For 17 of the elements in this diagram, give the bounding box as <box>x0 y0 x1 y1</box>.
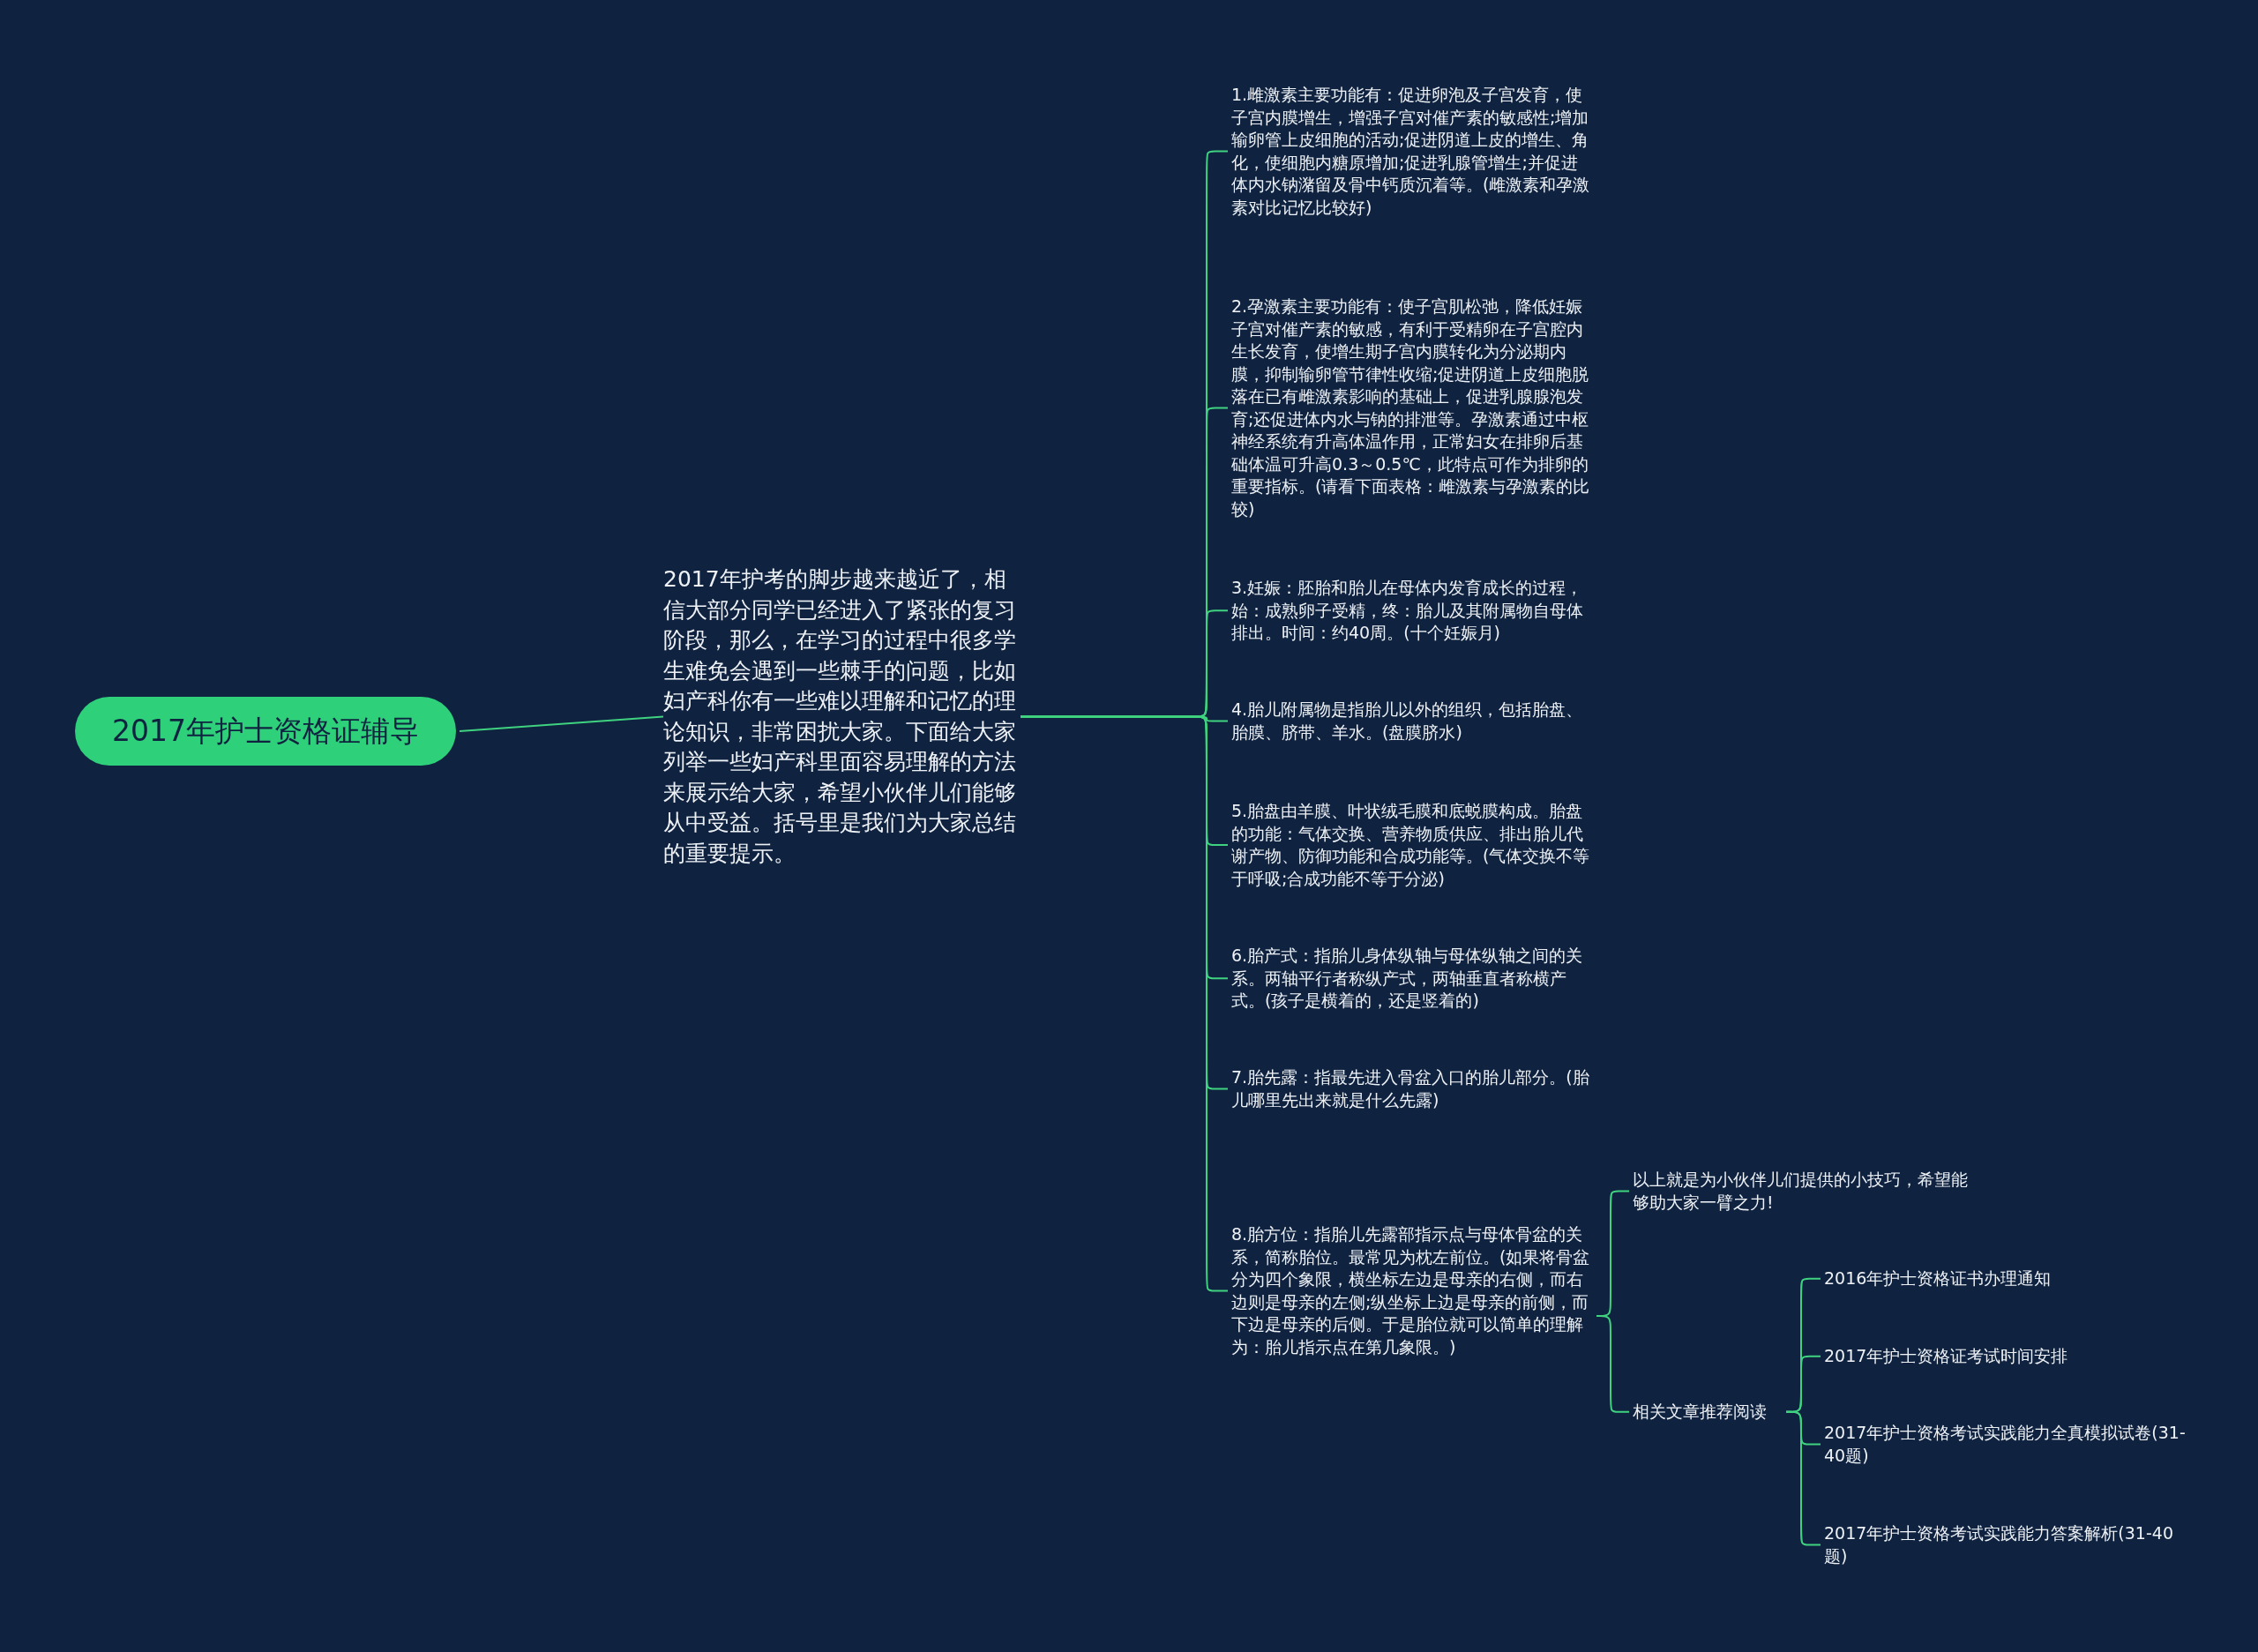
root-topic: 2017年护士资格证辅导 <box>75 697 456 766</box>
intro-text: 2017年护考的脚步越来越近了，相信大部分同学已经进入了紧张的复习阶段，那么，在学习的过程中很多学生难免会遇到一些棘手的问题，比如妇产科你有一些难以理解和记忆的理论知识，非常困扰大家。下面给大家列举一些妇产科里面容易理解的方法来展示给大家，希望小伙伴儿们能够从中受益。括号里是我们为大家总结的重要提示。 <box>663 565 1017 868</box>
topic-text: 4.胎儿附属物是指胎儿以外的组织，包括胎盘、胎膜、脐带、羊水。(盘膜脐水) <box>1231 699 1584 744</box>
topic-text: 2017年护士资格证考试时间安排 <box>1824 1345 2069 1367</box>
topic-text: 相关文章推荐阅读 <box>1633 1401 1768 1423</box>
topic-text: 7.胎先露：指最先进入骨盆入口的胎儿部分。(胎儿哪里先出来就是什么先露) <box>1231 1066 1590 1111</box>
topic-text: 8.胎方位：指胎儿先露部指示点与母体骨盆的关系，简称胎位。最常见为枕左前位。(如果将骨盆分为四个象限，横坐标左边是母亲的右侧，而右边则是母亲的左侧;纵坐标上边是母亲的前侧，而下边是母亲的后侧。于是胎位就可以简单的理解为：胎儿指示点在第几象限。) <box>1231 1223 1591 1358</box>
topic-text: 2016年护士资格证书办理通知 <box>1824 1267 2052 1289</box>
topic-text: 5.胎盘由羊膜、叶状绒毛膜和底蜕膜构成。胎盘的功能：气体交换、营养物质供应、排出胎儿代谢产物、防御功能和合成功能等。(气体交换不等于呼吸;合成功能不等于分泌) <box>1231 800 1591 890</box>
topic-text: 6.胎产式：指胎儿身体纵轴与母体纵轴之间的关系。两轴平行者称纵产式，两轴垂直者称横产式。(孩子是横着的，还是竖着的) <box>1231 945 1584 1012</box>
topic-text: 2017年护士资格考试实践能力答案解析(31-40题) <box>1824 1522 2174 1567</box>
topic-text: 3.妊娠：胚胎和胎儿在母体内发育成长的过程，始：成熟卵子受精，终：胎儿及其附属物自母体排出。时间：约40周。(十个妊娠月) <box>1231 577 1584 644</box>
topic-text: 以上就是为小伙伴儿们提供的小技巧，希望能够助大家一臂之力! <box>1633 1169 1969 1214</box>
topic-text: 1.雌激素主要功能有：促进卵泡及子宫发育，使子宫内膜增生，增强子宫对催产素的敏感性;增加输卵管上皮细胞的活动;促进阴道上皮的增生、角化，使细胞内糖原增加;促进乳腺管增生;并促进体内水钠潴留及骨中钙质沉着等。(雌激素和孕激素对比记忆比较好) <box>1231 84 1591 219</box>
topic-text: 2017年护士资格考试实践能力全真模拟试卷(31-40题) <box>1824 1422 2187 1467</box>
branch-line <box>459 715 664 732</box>
topic-text: 2.孕激素主要功能有：使子宫肌松弛，降低妊娠子宫对催产素的敏感，有利于受精卵在子宫腔内生长发育，使增生期子宫内膜转化为分泌期内膜，抑制输卵管节律性收缩;促进阴道上皮细胞脱落在已有雌激素影响的基础上，促进乳腺腺泡发育;还促进体内水与钠的排泄等。孕激素通过中枢神经系统有升高体温作用，正常妇女在排卵后基础体温可升高0.3～0.5℃，此特点可作为排卵的重要指标。(请看下面表格：雌激素与孕激素的比较) <box>1231 295 1591 520</box>
